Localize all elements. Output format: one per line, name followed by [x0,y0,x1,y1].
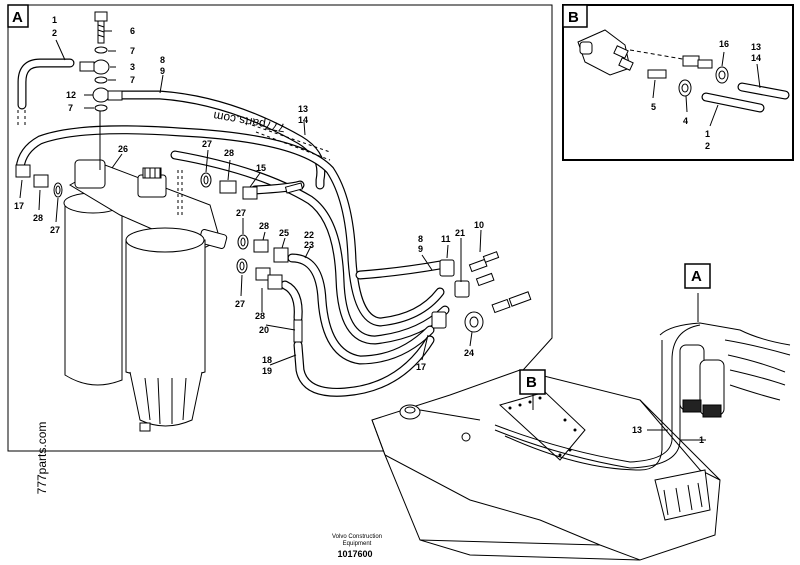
fitting-5 [647,69,667,79]
watermark: 777parts.com [35,422,49,495]
panel-b-border [562,4,794,161]
footer: Volvo Construction Equipment 1017600 [332,534,382,559]
panel-a-tag [7,4,29,28]
footer-line1: Volvo Construction [332,534,382,540]
callout-13: 13 [298,104,308,114]
callout-13: 13 [632,425,642,435]
fitting-17a [15,164,31,178]
banjo-3 [92,59,110,75]
callout-22: 22 [304,230,314,240]
hoses-a [15,58,450,397]
right-fittings [431,251,532,333]
callout-2: 2 [705,141,710,151]
washer-7c [94,104,108,112]
callout-27: 27 [50,225,60,235]
callout-21: 21 [455,228,465,238]
left-fittings [15,164,63,198]
fuel-tank [371,369,721,561]
filter-bowl [129,371,203,427]
callout-27: 27 [202,139,212,149]
callout-5: 5 [651,102,656,112]
callout-7: 7 [130,46,135,56]
callout-16: 16 [719,39,729,49]
callout-27: 27 [236,208,246,218]
overview-tag-a: A [684,263,711,289]
callout-7: 7 [68,103,73,113]
callout-26: 26 [118,144,128,154]
callout-15: 15 [256,163,266,173]
callout-4: 4 [683,116,688,126]
callout-17: 17 [416,362,426,372]
overview-b-letter: B [526,374,537,391]
filter-rear [64,199,123,386]
callout-9: 9 [160,66,165,76]
callout-11: 11 [441,234,451,244]
overview-a-letter: A [691,268,702,285]
panel-b-letter: B [568,9,579,26]
washer-7b [94,76,108,84]
panel-a-letter: A [12,9,23,26]
callout-27: 27 [235,299,245,309]
callout-28: 28 [255,311,265,321]
callout-28: 28 [33,213,43,223]
leaders-a [19,30,482,366]
callout-24: 24 [464,348,474,358]
callout-8: 8 [418,234,423,244]
callouts-a: 1 2 6 7 3 7 8 9 12 7 13 14 26 27 28 15 1… [14,15,484,376]
callout-1: 1 [699,435,704,445]
panel-b-content: 16 13 14 5 4 1 2 [577,29,790,151]
callout-2: 2 [52,28,57,38]
footer-number: 1017600 [337,549,372,559]
panel-b-tag [562,4,588,28]
callout-14: 14 [298,115,308,125]
callout-14: 14 [751,53,761,63]
callout-28: 28 [224,148,234,158]
overview: 13 1 [371,293,791,561]
bolt-head [94,11,108,22]
callout-23: 23 [304,240,314,250]
panel-b: B [562,4,794,161]
callout-1: 1 [52,15,57,25]
callout-18: 18 [262,355,272,365]
callout-8: 8 [160,55,165,65]
callout-13: 13 [751,42,761,52]
washer-7a [94,46,108,54]
callout-3: 3 [130,62,135,72]
banjo-12 [92,87,110,103]
callout-9: 9 [418,244,423,254]
bolt-stack [79,11,123,112]
callout-12: 12 [66,90,76,100]
callout-7: 7 [130,75,135,85]
callout-17: 17 [14,201,24,211]
middle-fittings [200,172,304,343]
nipple-20 [293,319,303,343]
overview-tag-b: B [519,369,546,395]
callout-28: 28 [259,221,269,231]
footer-line2: Equipment [343,541,372,547]
callout-19: 19 [262,366,272,376]
callout-25: 25 [279,228,289,238]
callout-1: 1 [705,129,710,139]
callout-10: 10 [474,220,484,230]
fuel-filters [63,105,228,432]
callout-20: 20 [259,325,269,335]
filter-front [125,239,206,379]
callout-6: 6 [130,26,135,36]
